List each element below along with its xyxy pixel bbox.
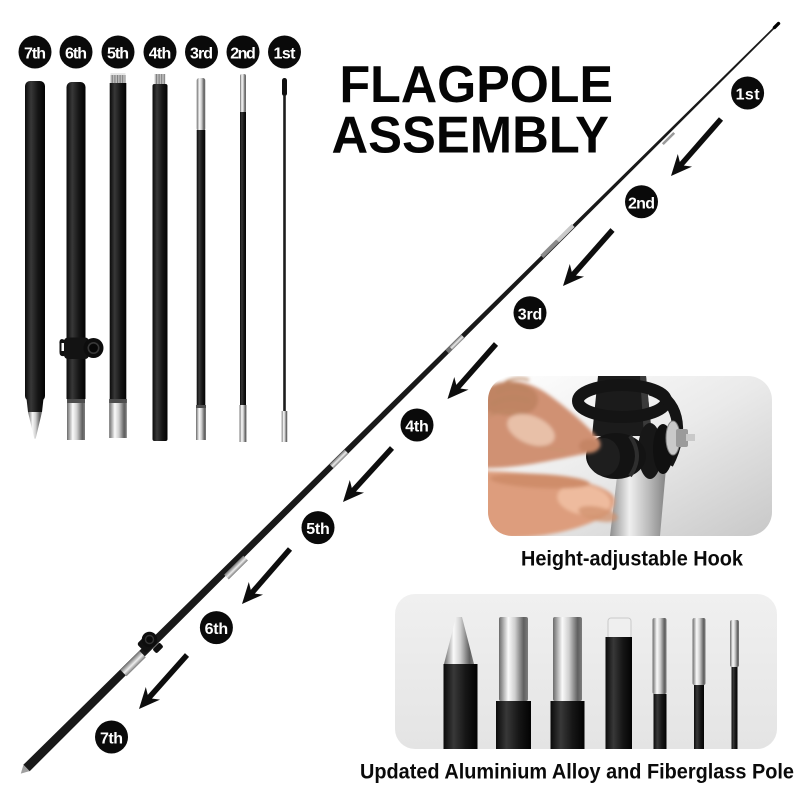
- svg-text:1st: 1st: [274, 46, 297, 63]
- svg-text:Height-adjustable Hook: Height-adjustable Hook: [521, 548, 743, 571]
- svg-text:5th: 5th: [107, 46, 129, 63]
- svg-text:7th: 7th: [100, 731, 123, 748]
- svg-text:1st: 1st: [736, 87, 761, 104]
- svg-text:6th: 6th: [65, 46, 87, 63]
- svg-text:4th: 4th: [405, 419, 429, 436]
- svg-text:Updated Aluminium Alloy and Fi: Updated Aluminium Alloy and Fiberglass P…: [360, 761, 794, 784]
- svg-text:7th: 7th: [24, 46, 46, 63]
- svg-text:3rd: 3rd: [190, 46, 213, 63]
- svg-text:FLAGPOLE: FLAGPOLE: [340, 56, 614, 114]
- svg-text:2nd: 2nd: [230, 46, 256, 63]
- svg-text:4th: 4th: [149, 46, 172, 63]
- svg-text:2nd: 2nd: [628, 195, 655, 212]
- svg-text:6th: 6th: [205, 621, 229, 638]
- svg-text:5th: 5th: [306, 521, 330, 538]
- svg-text:3rd: 3rd: [518, 306, 543, 323]
- svg-text:ASSEMBLY: ASSEMBLY: [332, 106, 610, 164]
